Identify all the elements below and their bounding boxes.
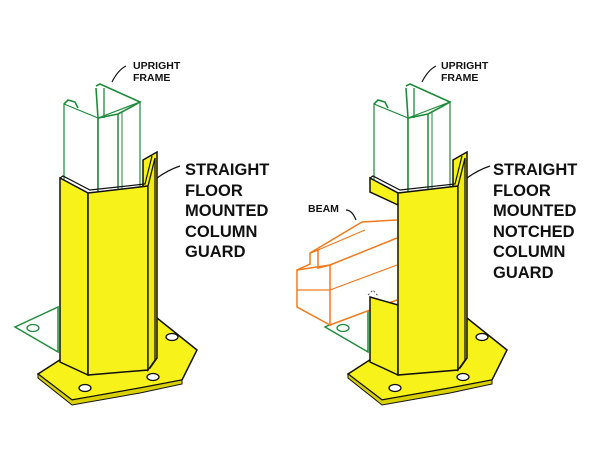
label-line: MOUNTED [493,202,577,220]
upright-leader-line [421,65,437,83]
label-line: STRAIGHT [185,161,270,179]
label-line: UPRIGHT [133,60,181,72]
right-upright-label: UPRIGHT FRAME [441,60,488,84]
left-guard-label: STRAIGHT FLOOR MOUNTED COLUMN GUARD [185,160,269,263]
label-line: FRAME [133,72,171,84]
notched-column-guard [369,150,468,377]
beam-leader-line [345,209,357,221]
label-line: FRAME [441,72,479,84]
label-line: COLUMN [185,222,258,241]
beam-label: BEAM [308,203,339,215]
label-line: GUARD [493,263,554,282]
label-line: COLUMN [493,243,566,261]
label-line: MOUNTED [185,202,269,220]
straight-column-guard [59,150,158,377]
label-line: GUARD [185,243,246,261]
left-upright-label: UPRIGHT FRAME [133,60,180,84]
left-figure [14,65,198,406]
label-line: FLOOR [493,181,551,200]
label-line: UPRIGHT [441,60,489,72]
label-line: STRAIGHT [493,161,578,179]
right-guard-label: STRAIGHT FLOOR MOUNTED NOTCHED COLUMN GU… [493,160,577,283]
right-figure [296,65,508,406]
label-line: NOTCHED [493,222,575,241]
guard-leader-line [466,165,491,179]
guard-leader-line [156,165,181,179]
label-line: FLOOR [185,181,243,200]
upright-leader-line [111,65,127,83]
